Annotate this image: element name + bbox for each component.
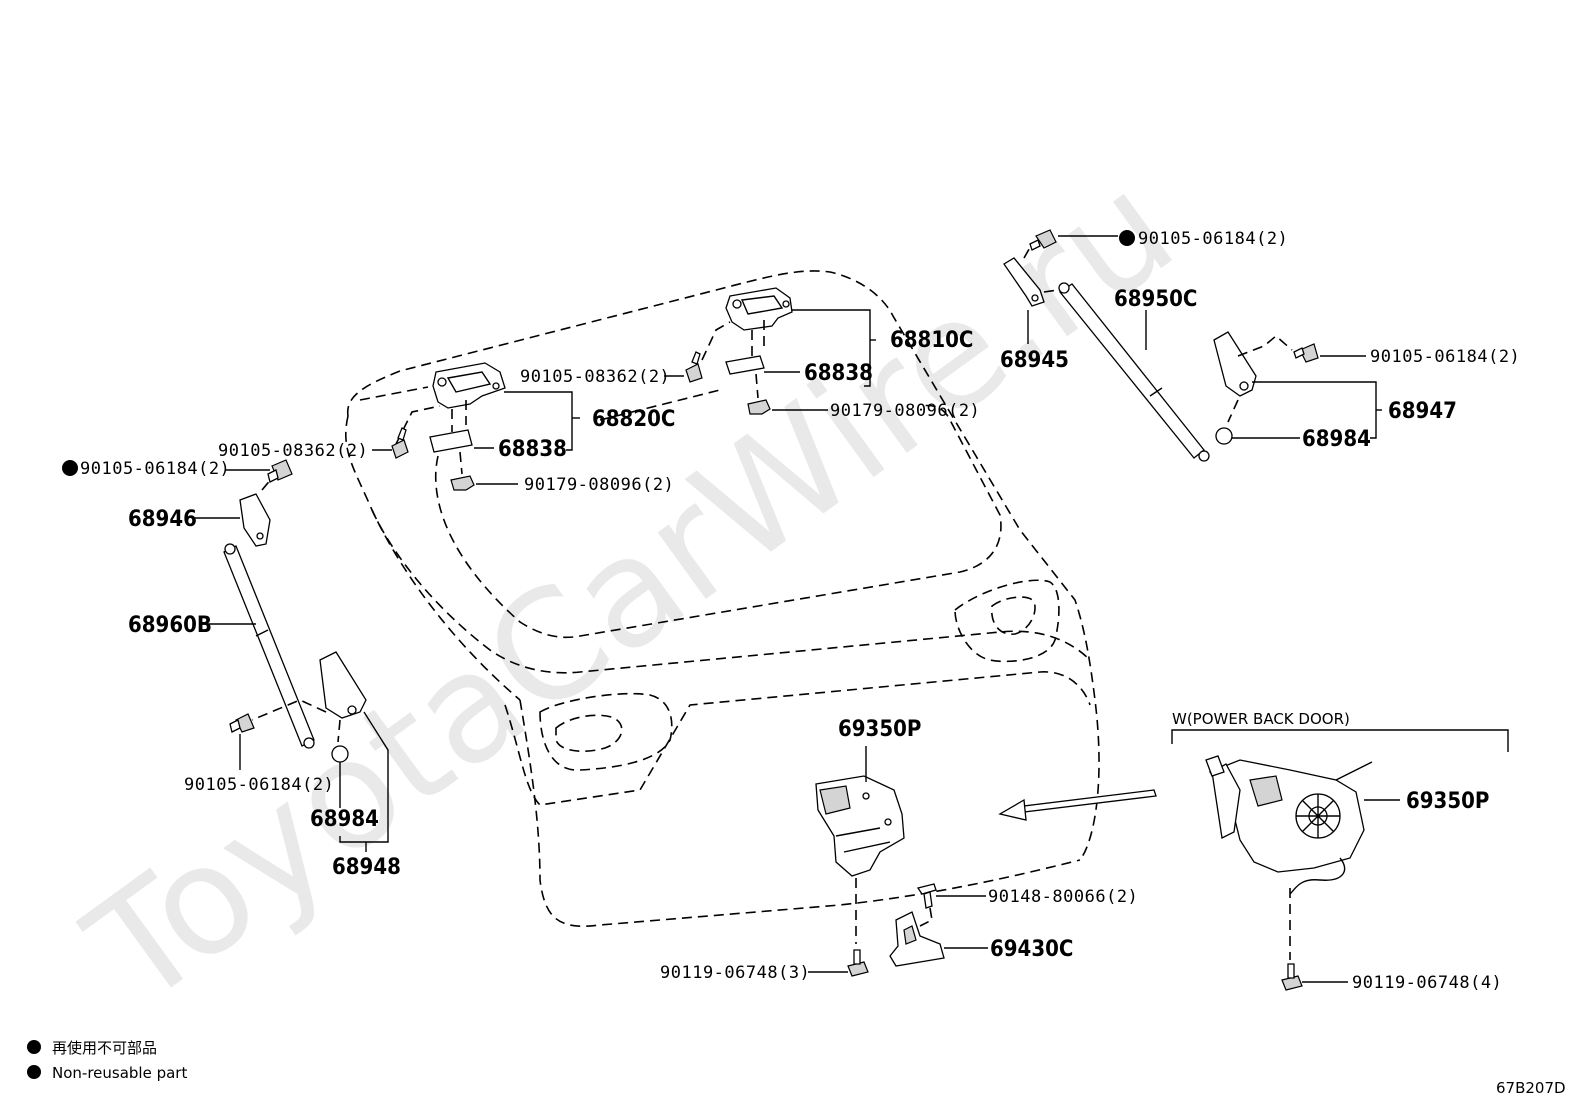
bracket-68948 [251,651,367,743]
bracket-68947 [1213,331,1293,423]
bolt-90105-08362-left [391,427,409,459]
nut-90179-left [450,475,475,491]
label-68820C: 68820C [592,407,675,432]
diagram-code: 67B207D [1496,1079,1566,1097]
non-reusable-dot-top [1119,230,1135,246]
lock-assembly-69350P-power [1205,755,1373,960]
strut-68960B [223,543,315,749]
lock-assembly-69350P [815,775,905,944]
cushion-68984-right [1215,427,1233,445]
label-90105-08362-left: 90105-08362(2) [218,441,368,461]
bolt-90105-08362-right [685,351,703,383]
striker-69430C [889,911,945,967]
label-90119-06748-4: 90119-06748(4) [1352,973,1502,993]
legend-english: Non-reusable part [52,1064,187,1082]
label-90105-06184-left: 90105-06184(2) [80,459,230,479]
legend: 再使用不可部品 Non-reusable part [27,1039,187,1082]
label-68948: 68948 [332,855,401,880]
leader-lines [192,235,1400,983]
label-69430C: 69430C [990,937,1073,962]
part-labels: 90105-06184(2) 68950C 68945 68810C 68838… [62,229,1520,993]
bolt-90105-06184-bottom [229,713,255,733]
label-69350P: 69350P [838,717,921,742]
label-68838-left: 68838 [498,437,567,462]
bracket-68945 [1003,243,1059,307]
legend-japanese: 再使用不可部品 [52,1039,157,1057]
label-68945: 68945 [1000,348,1069,373]
label-90105-06184-top: 90105-06184(2) [1138,229,1288,249]
label-68950C: 68950C [1114,287,1197,312]
screw-90148-80066 [916,883,937,927]
legend-dot-jp [27,1040,41,1054]
back-door-outline [344,270,1100,927]
label-68984-right: 68984 [1302,427,1371,452]
bolt-90105-06184-top [1029,229,1057,251]
bracket-68946 [239,477,273,547]
label-power-back-door: W(POWER BACK DOOR) [1172,710,1350,728]
power-back-door-bracket [1171,729,1509,752]
label-90148-80066: 90148-80066(2) [988,887,1138,907]
bolt-90105-06184-right2 [1293,343,1319,363]
label-90105-06184-bottom: 90105-06184(2) [184,775,334,795]
cushion-68984-left [331,745,349,763]
label-68984-left: 68984 [310,807,379,832]
label-90105-08362-right: 90105-08362(2) [520,367,670,387]
hinge-68810C [701,287,793,399]
label-68810C: 68810C [890,328,973,353]
non-reusable-dot-left [62,460,78,476]
label-68947: 68947 [1388,399,1457,424]
strut-68950C [1058,282,1210,462]
label-90119-06748-3: 90119-06748(3) [660,963,810,983]
hinge-68820C [395,362,506,475]
bolt-90119-06748-4 [1281,963,1303,991]
label-90179-08096-right: 90179-08096(2) [830,401,980,421]
bolt-90119-06748-3 [847,949,869,977]
label-68838-right: 68838 [804,361,873,386]
label-90179-08096-left: 90179-08096(2) [524,475,674,495]
nut-90179-right [747,399,771,415]
bolt-90105-06184-left [267,459,293,483]
label-90105-06184-right2: 90105-06184(2) [1370,347,1520,367]
direction-arrow [998,789,1157,821]
label-68960B: 68960B [128,613,212,638]
label-69350P-power: 69350P [1406,789,1489,814]
label-68946: 68946 [128,507,197,532]
legend-dot-en [27,1065,41,1079]
